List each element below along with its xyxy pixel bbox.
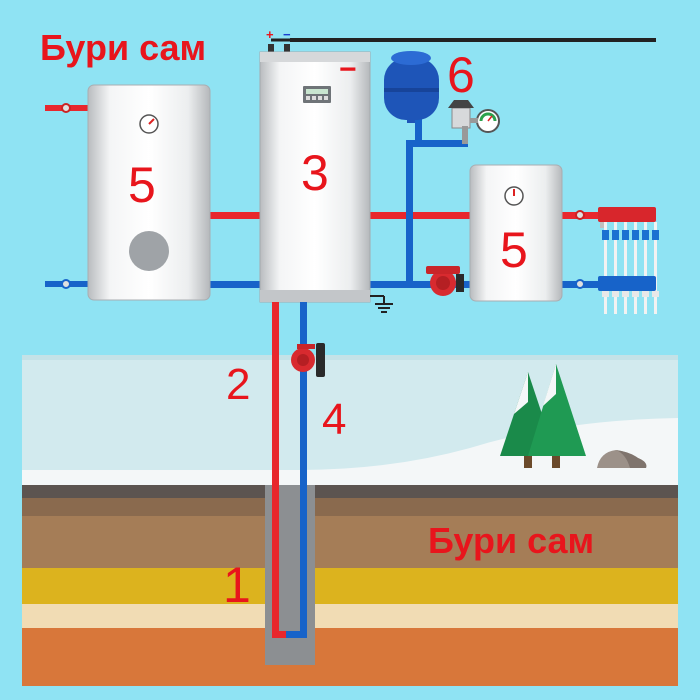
watermark-ground: Бури сам	[428, 520, 595, 561]
horizon-line	[22, 355, 678, 360]
landscape	[22, 355, 678, 485]
terminal-minus-sign: −	[283, 27, 291, 42]
ground-symbol-icon	[370, 295, 393, 313]
label-heat-pump: 3	[301, 145, 329, 201]
terminal-plus-sign: +	[266, 27, 274, 42]
heat-pump-unit	[259, 51, 371, 303]
watermark-top: Бури сам	[40, 27, 207, 68]
return-manifold-icon	[598, 276, 659, 297]
terminal-plus-icon	[268, 44, 274, 54]
heat-pump-panel-dash: −	[339, 53, 357, 86]
ground-loop-pipes	[272, 302, 307, 638]
pressure-gauge-icon	[448, 100, 500, 144]
boiler-tank-left	[87, 84, 211, 301]
valve-icons	[61, 103, 585, 289]
label-borehole: 1	[223, 557, 251, 613]
terminal-minus-icon	[284, 44, 290, 54]
snow-ground	[22, 418, 678, 485]
expansion-tank	[384, 51, 439, 123]
pine-tree-icon	[500, 364, 586, 468]
ground-loop-pump-icon	[291, 343, 325, 377]
rock-icon	[597, 450, 647, 468]
ground-strata	[22, 485, 678, 686]
circulation-pump-icon	[426, 266, 464, 296]
label-buffer-tank: 5	[500, 222, 528, 278]
label-supply-pipe: 2	[226, 360, 251, 409]
buffer-tank-right	[469, 164, 563, 302]
label-boiler-left: 5	[128, 157, 156, 213]
label-return-pipe: 4	[322, 395, 347, 444]
label-expansion-tank: 6	[447, 47, 475, 103]
supply-manifold-icon	[598, 207, 659, 314]
